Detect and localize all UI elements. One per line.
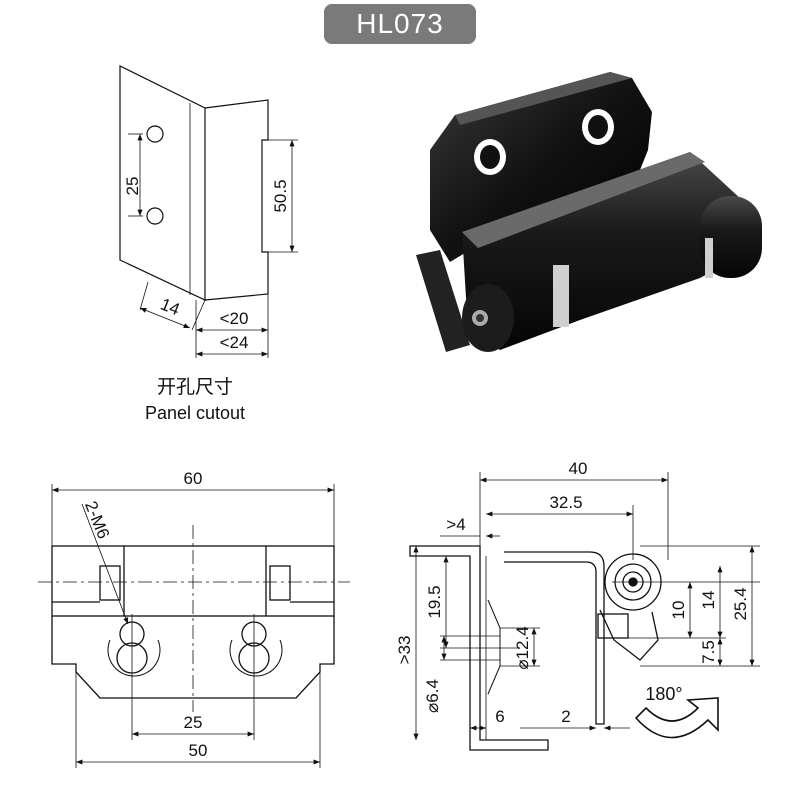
side-view-drawing [409,472,760,751]
rotation-arrow-icon [634,697,719,739]
side-pin-7-5: 7.5 [699,640,718,664]
panel-cutout-label-en: Panel cutout [144,403,246,423]
model-title: HL073 [324,4,476,44]
cutout-slot-height: 50.5 [271,179,290,212]
side-gap: 2 [561,707,570,726]
side-thickness: 6 [495,707,504,726]
side-pin-25-4: 25.4 [731,587,750,620]
side-hole-dia: ⌀6.4 [423,679,442,713]
side-pin-14: 14 [699,591,718,610]
hinge-product-image [416,72,762,352]
front-width: 60 [184,469,203,488]
front-hole-pitch: 25 [184,713,203,732]
side-min-height: >33 [395,636,414,665]
cutout-depth-outer: <24 [220,333,249,352]
cutout-depth-inner: <20 [220,309,249,328]
panel-cutout-label-cn: 开孔尺寸 [156,376,233,398]
cutout-edge: 14 [158,295,183,320]
side-height-19-5: 19.5 [425,585,444,618]
side-countersink: ⌀12.4 [513,626,532,669]
side-min-panel: >4 [446,515,465,534]
side-hole-offset: 32.5 [549,493,582,512]
front-view-drawing [38,484,350,768]
panel-cutout-drawing [119,65,298,358]
rotation-label: 180° [645,684,682,704]
front-thread: 2-M6 [81,498,113,541]
front-base-width: 50 [189,741,208,760]
cutout-hole-pitch: 25 [123,177,142,196]
side-pin-10: 10 [669,601,688,620]
side-overall: 40 [569,459,588,478]
